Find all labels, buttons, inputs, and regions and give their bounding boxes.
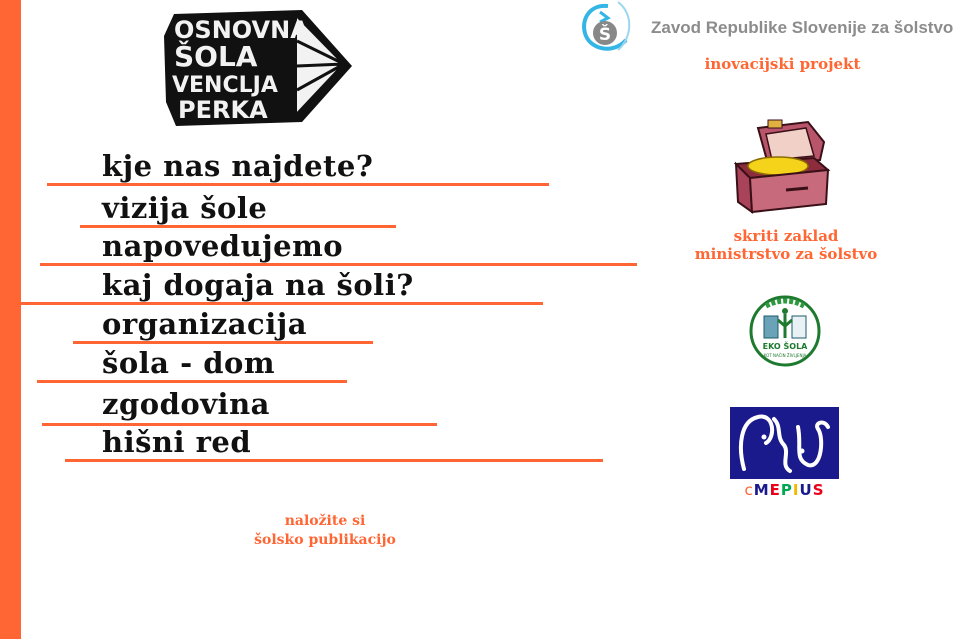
mepius-letter: P: [780, 481, 793, 499]
mepius-elephant-icon: [738, 414, 830, 473]
nav-underline: [80, 225, 396, 228]
nav-item-announcements[interactable]: napovedujemo: [102, 229, 344, 263]
orange-sidebar-bar: [0, 0, 21, 639]
nav-underline: [42, 423, 437, 426]
mepius-letter: U: [799, 481, 813, 499]
zrss-swirl-icon: Š: [582, 1, 631, 51]
treasure-chest-icon: [733, 119, 831, 215]
treasure-caption-line-1: skriti zaklad: [733, 227, 839, 245]
mepius-letter: c: [744, 481, 754, 499]
nav-underline: [73, 341, 373, 344]
nav-underline: [37, 380, 347, 383]
nav-item-school-home[interactable]: šola - dom: [102, 346, 276, 380]
eko-subtitle: KOT NAČIN ŽIVLJENJA: [764, 353, 807, 358]
mepius-letter: I: [792, 481, 800, 499]
treasure-caption-line-2: ministrstvo za šolstvo: [694, 245, 878, 263]
nav-underline: [20, 302, 543, 305]
school-logo[interactable]: OSNOVNA ŠOLA VENCLJA PERKA: [162, 6, 354, 128]
nav-underline: [40, 263, 637, 266]
nav-underline: [47, 183, 549, 186]
zrss-letter: Š: [599, 23, 611, 45]
logo-line-1: OSNOVNA: [174, 16, 309, 44]
nav-item-organization[interactable]: organizacija: [102, 307, 308, 341]
mepius-letter: E: [769, 481, 781, 499]
mepius-letter: M: [753, 481, 770, 499]
nav-item-history[interactable]: zgodovina: [102, 387, 270, 421]
nav-item-house-rules[interactable]: hišni red: [102, 425, 252, 459]
nav-item-school-events[interactable]: kaj dogaja na šoli?: [102, 268, 414, 302]
nav-item-school-vision[interactable]: vizija šole: [102, 191, 268, 225]
nav-underline: [65, 459, 603, 462]
download-line-2: šolsko publikacijo: [254, 532, 396, 548]
innovation-project-caption: inovacijski projekt: [704, 55, 861, 73]
mepius-blue-box: [730, 407, 839, 479]
download-line-1: naložite si: [284, 513, 366, 529]
eko-sola-logo: EKO ŠOLA KOT NAČIN ŽIVLJENJA: [749, 295, 821, 367]
nav-item-find-us[interactable]: kje nas najdete?: [102, 149, 374, 183]
logo-line-4: PERKA: [178, 96, 268, 124]
zrss-logo-link[interactable]: Š Zavod Republike Slovenije za šolstvo: [578, 0, 956, 55]
mepius-letter: S: [812, 481, 825, 499]
treasure-caption: skriti zaklad ministrstvo za šolstvo: [655, 227, 917, 263]
mepius-logo-link[interactable]: cMEPIUS: [730, 407, 839, 501]
download-publication-link[interactable]: naložite si šolsko publikacijo: [200, 512, 450, 550]
treasure-chest-link[interactable]: [728, 118, 840, 218]
eko-title: EKO ŠOLA: [763, 340, 809, 351]
eko-sola-logo-link[interactable]: EKO ŠOLA KOT NAČIN ŽIVLJENJA: [746, 292, 824, 370]
logo-line-2: ŠOLA: [174, 39, 258, 73]
school-logo-graphic: OSNOVNA ŠOLA VENCLJA PERKA: [164, 10, 352, 126]
mepius-wordmark: cMEPIUS: [730, 481, 839, 499]
logo-line-3: VENCLJA: [172, 73, 278, 98]
zrss-name: Zavod Republike Slovenije za šolstvo: [651, 18, 954, 37]
